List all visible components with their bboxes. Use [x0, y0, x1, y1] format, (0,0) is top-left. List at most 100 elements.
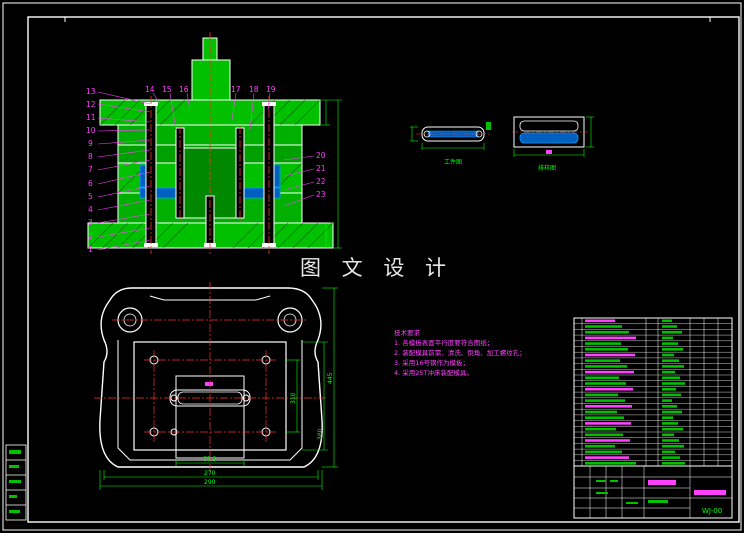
dimension-part-width: 77.5 [203, 456, 217, 463]
notes-line: 3. 采用16号钢作为模板； [394, 358, 469, 367]
die-handle [191, 59, 231, 101]
part-number: 23 [316, 190, 326, 199]
parts-list-mark [585, 319, 615, 323]
dimension-plan-width-inner: 270 [204, 470, 216, 477]
inner-border [27, 16, 740, 523]
part-number: 19 [266, 85, 276, 94]
parts-list-mark [585, 422, 631, 425]
parts-list-mark [585, 462, 636, 465]
parts-list-mark [662, 353, 674, 357]
parts-list-mark [662, 376, 680, 380]
parts-list-mark [585, 365, 627, 368]
part-number: 5 [88, 192, 93, 201]
parts-list-mark [585, 405, 632, 408]
plan-dimension-text: 270 290 77.5 445 380 310 [203, 372, 334, 486]
parts-list-mark [662, 462, 685, 465]
parts-list-mark [585, 410, 617, 414]
part-number: 10 [86, 126, 96, 135]
part-view-label: 工件图 [444, 158, 462, 166]
parts-list-mark [662, 359, 679, 362]
plan-view [94, 282, 338, 490]
parts-list-mark [662, 319, 672, 323]
dimension-plan-height-inner: 380 [317, 428, 324, 440]
parts-list-mark [662, 444, 684, 448]
dimension-plan-width-outer: 290 [204, 479, 216, 486]
parts-list-mark [662, 387, 676, 391]
parts-list-mark [585, 359, 620, 362]
parts-list-mark [585, 325, 622, 328]
parts-list-mark [585, 399, 625, 402]
part-number: 9 [88, 139, 93, 148]
parts-list-mark [585, 348, 628, 351]
parts-list-mark [662, 365, 684, 368]
part-number: 20 [316, 151, 326, 160]
notes-line: 4. 采用25T冲床装配模具。 [394, 368, 473, 377]
parts-list-mark [585, 370, 634, 374]
part-number: 7 [88, 165, 93, 174]
part-number: 2 [88, 232, 93, 241]
drawing-number: WJ-00 [702, 507, 722, 515]
blank-view-label: 排样图 [538, 164, 556, 172]
title-block [573, 465, 733, 519]
parts-list-mark [585, 450, 622, 454]
part-number: 8 [88, 152, 93, 161]
parts-list-mark [662, 336, 673, 340]
parts-list-mark [662, 348, 683, 351]
parts-list-mark [662, 456, 680, 459]
parts-list-mark [585, 433, 623, 437]
parts-list-mark [662, 450, 675, 454]
parts-list-mark [662, 325, 677, 328]
plan-outline [99, 287, 323, 468]
parts-list-mark [662, 439, 679, 442]
part-number: 15 [162, 85, 172, 94]
blank-layout-view [512, 116, 594, 157]
parts-list-mark [662, 382, 685, 385]
dimension-plan-height-outer: 445 [327, 372, 334, 384]
part-number: 12 [86, 100, 96, 109]
part-numbers-right: 20 21 22 23 [316, 151, 326, 199]
notes-heading: 技术要求 [394, 328, 421, 337]
parts-list-mark [585, 456, 629, 459]
dimension-plan-height-mid: 310 [290, 392, 297, 404]
parts-list-rows [574, 323, 732, 461]
section-dimensions [320, 99, 342, 249]
part-number: 16 [179, 85, 189, 94]
section-view [87, 32, 342, 256]
parts-list-mark [585, 336, 636, 340]
parts-list-mark [585, 382, 626, 385]
technical-notes: 技术要求 1. 各模板表面平行度要符合图纸； 2. 装配模具前需、清洗、倒角、加… [394, 328, 526, 377]
part-number: 18 [249, 85, 259, 94]
parts-list-mark [662, 330, 682, 334]
notes-line: 2. 装配模具前需、清洗、倒角、加工螺纹孔； [394, 348, 526, 357]
parts-list-mark [585, 393, 618, 397]
watermark: 图 文 设 计 [300, 256, 454, 280]
parts-list-mark [662, 370, 675, 374]
parts-list-mark [585, 330, 629, 334]
parts-list-marks [585, 319, 685, 465]
plan-dimensions [99, 287, 338, 490]
parts-list-mark [585, 439, 630, 442]
parts-list-mark [662, 422, 678, 425]
part-number: 17 [231, 85, 241, 94]
parts-list-mark [662, 342, 678, 345]
strip-slot [175, 375, 245, 459]
part-number: 3 [88, 218, 93, 227]
part-number: 6 [88, 179, 93, 188]
parts-list-mark [585, 376, 619, 380]
leader-lines [97, 91, 315, 251]
revision-stamp [5, 444, 27, 521]
part-number: 13 [86, 87, 96, 96]
notes-line: 1. 各模板表面平行度要符合图纸； [394, 338, 493, 347]
part-numbers-top: 14 15 16 17 18 19 [145, 85, 276, 94]
part-number: 21 [316, 164, 326, 173]
part-number: 4 [88, 205, 93, 214]
plan-center-lines [94, 282, 328, 474]
part-number: 22 [316, 177, 326, 186]
parts-list-mark [585, 416, 624, 419]
parts-list-mark [662, 433, 674, 437]
parts-list-mark [662, 393, 681, 397]
parts-list-mark [585, 387, 633, 391]
parts-list-mark [662, 427, 683, 431]
